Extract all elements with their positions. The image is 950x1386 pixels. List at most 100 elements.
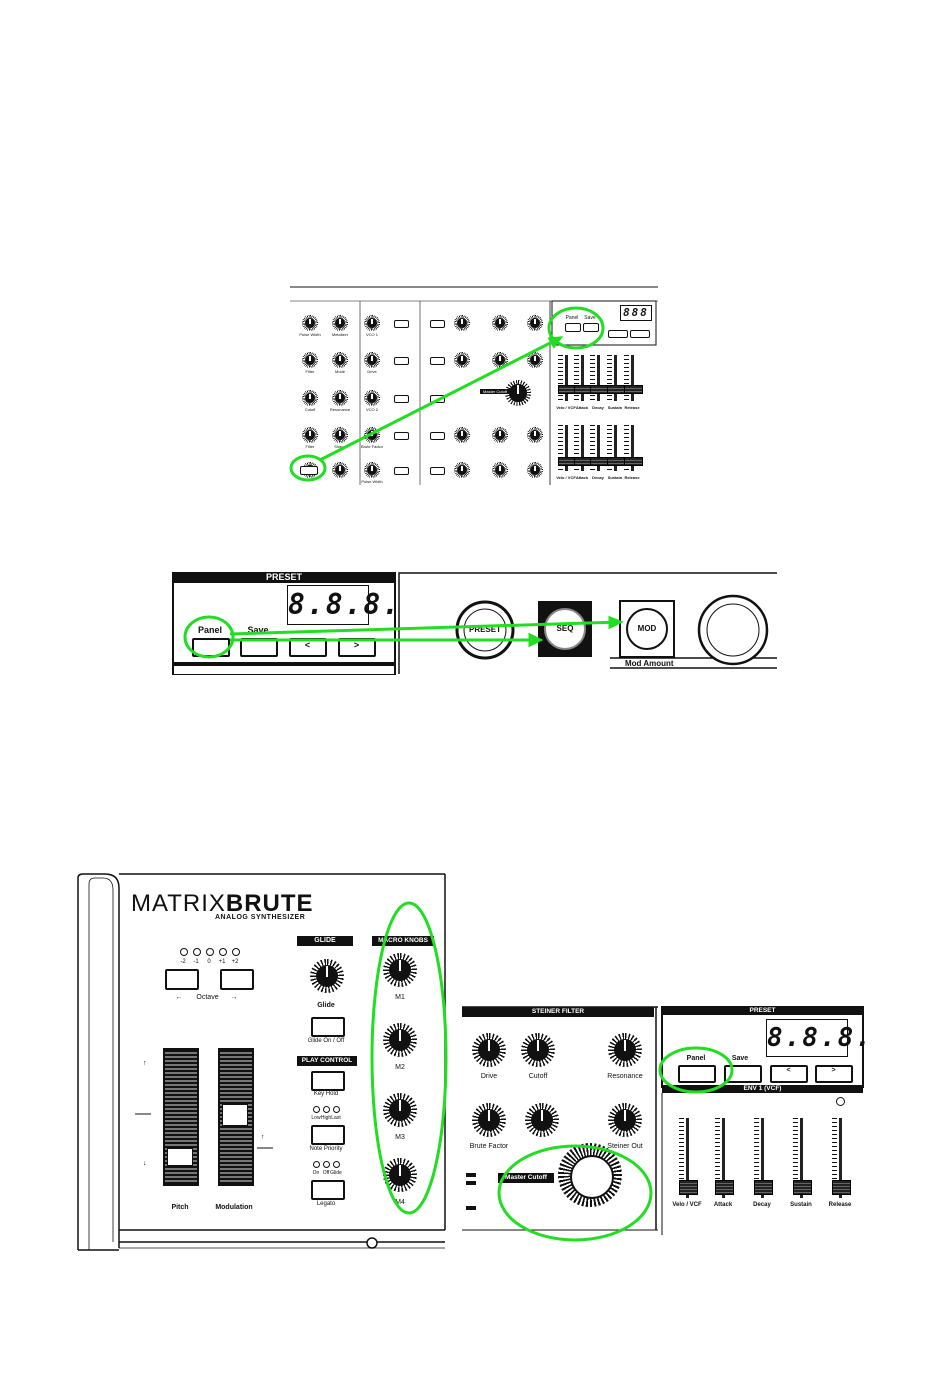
fig1-knob-0-1[interactable] [332,315,348,331]
fig1-env1-fader-4-cap[interactable] [624,385,643,395]
fig1-filter-knob-4-5[interactable] [527,462,543,478]
fig1-knob-3-1[interactable] [332,427,348,443]
fig1-filter-button-4[interactable] [430,467,445,475]
env-fader-3-cap[interactable] [793,1180,812,1195]
fig1-filter-knob-4-4[interactable] [492,462,508,478]
steiner-env-amt-knob[interactable] [525,1103,559,1137]
glide-knob[interactable] [310,959,344,993]
fig1-filter-knob-3-3[interactable] [454,427,470,443]
fig1-knob-1-2[interactable] [364,352,380,368]
fig1-knob-0-2[interactable] [364,315,380,331]
steiner-knob-0[interactable] [472,1033,506,1067]
env-fader-0-cap[interactable] [679,1180,698,1195]
fig1-knob-0-0[interactable] [302,315,318,331]
fig1-knob-2-1[interactable] [332,390,348,406]
fig1-mode-button-2[interactable] [394,395,409,403]
fig1-env2-fader-3[interactable] [614,425,617,471]
env-fader-2-cap[interactable] [754,1180,773,1195]
fig1-env1-fader-3[interactable] [614,355,617,401]
env-fader-0[interactable] [686,1118,689,1198]
fig1-filter-knob-1-5[interactable] [527,352,543,368]
fig1-filter-button-2[interactable] [430,395,445,403]
fig1-filter-knob-3-4[interactable] [492,427,508,443]
fig1-prev-button[interactable] [608,330,628,338]
macro-knob-4[interactable] [383,1158,417,1192]
fig3-save-button[interactable] [724,1065,762,1083]
macro-knob-1[interactable] [383,953,417,987]
env-fader-4-cap[interactable] [832,1180,851,1195]
fig1-filter-knob-1-3[interactable] [454,352,470,368]
legato-opt-0: On [312,1170,320,1176]
fig1-mode-button-4[interactable] [394,467,409,475]
steiner-brute-factor-knob[interactable] [472,1103,506,1137]
note-priority-button[interactable] [311,1125,345,1145]
fig2-panel-button[interactable] [192,638,230,657]
octave-up-button[interactable] [220,969,254,990]
fig1-env1-fader-1[interactable] [581,355,584,401]
fig1-knob-1-1[interactable] [332,352,348,368]
fig3-prev-button[interactable] [770,1065,808,1083]
fig1-panel-button[interactable] [565,323,581,332]
fig1-knob-3-2[interactable] [364,427,380,443]
fig1-knob-1-0[interactable] [302,352,318,368]
fig1-env2-fader-0[interactable] [565,425,568,471]
fig1-filter-knob-0-3[interactable] [454,315,470,331]
fig1-knob-3-0[interactable] [302,427,318,443]
steiner-out-knob[interactable] [608,1103,642,1137]
fig1-env1-fader-0[interactable] [565,355,568,401]
steiner-knob-1[interactable] [521,1033,555,1067]
env-fader-2[interactable] [761,1118,764,1198]
octave-down-button[interactable] [165,969,199,990]
fig1-ext-input-button[interactable] [300,466,318,475]
fig1-filter-knob-1-5-pointer [533,355,536,361]
env-fader-3[interactable] [800,1118,803,1198]
legato-button[interactable] [311,1180,345,1200]
fig1-knob-4-2[interactable] [364,462,380,478]
fig1-filter-knob-4-3[interactable] [454,462,470,478]
fig1-filter-button-1[interactable] [430,357,445,365]
fig3-next-button[interactable] [815,1065,853,1083]
fig1-next-button[interactable] [630,330,650,338]
fig1-filter-knob-1-4[interactable] [492,352,508,368]
fig1-filter-button-3[interactable] [430,432,445,440]
fig2-save-button[interactable] [240,638,278,657]
fig1-env1-fader-2[interactable] [597,355,600,401]
fig2-seq-label[interactable]: SEQ [556,624,574,633]
fig1-knob-4-1[interactable] [332,462,348,478]
fig1-env2-fader-2[interactable] [597,425,600,471]
fig1-save-button[interactable] [583,323,599,332]
env-fader-4[interactable] [839,1118,842,1198]
fig1-filter-button-0[interactable] [430,320,445,328]
macro-knob-1-cap [388,958,412,982]
fig1-filter-knob-0-5[interactable] [527,315,543,331]
env-led [836,1097,845,1106]
fig1-env2-fader-4-cap[interactable] [624,457,643,467]
macro-knob-3[interactable] [383,1093,417,1127]
key-hold-button[interactable] [311,1071,345,1091]
fig2-preset-knob-label[interactable]: PRESET [468,625,501,634]
fig2-big-knob[interactable] [699,596,767,664]
fig1-mode-button-3[interactable] [394,432,409,440]
fig1-knob-1-1-pointer [338,355,341,361]
fig2-mod-label[interactable]: MOD [637,624,657,633]
macro-knob-1-label: M1 [395,994,405,1001]
fig1-filter-knob-0-4[interactable] [492,315,508,331]
macro-knob-2[interactable] [383,1023,417,1057]
glide-onoff-button[interactable] [311,1017,345,1037]
fig1-filter-knob-3-5[interactable] [527,427,543,443]
fig1-env2-fader-4-ticks [624,425,629,471]
fig1-env1-fader-4[interactable] [631,355,634,401]
fig1-mode-button-0[interactable] [394,320,409,328]
fig1-knob-1-2-cap [366,354,378,366]
fig3-panel-button[interactable] [678,1065,716,1083]
fig1-knob-2-0[interactable] [302,390,318,406]
env-fader-1[interactable] [722,1118,725,1198]
fig1-env2-fader-1[interactable] [581,425,584,471]
fig1-env2-fader-4[interactable] [631,425,634,471]
fig1-mode-button-1[interactable] [394,357,409,365]
fig1-knob-3-2-label: Brute Factor [360,444,383,449]
env-fader-1-cap[interactable] [715,1180,734,1195]
fig1-filter-knob-4-3-pointer [460,465,463,471]
fig1-knob-2-2[interactable] [364,390,380,406]
steiner-knob-2[interactable] [608,1033,642,1067]
